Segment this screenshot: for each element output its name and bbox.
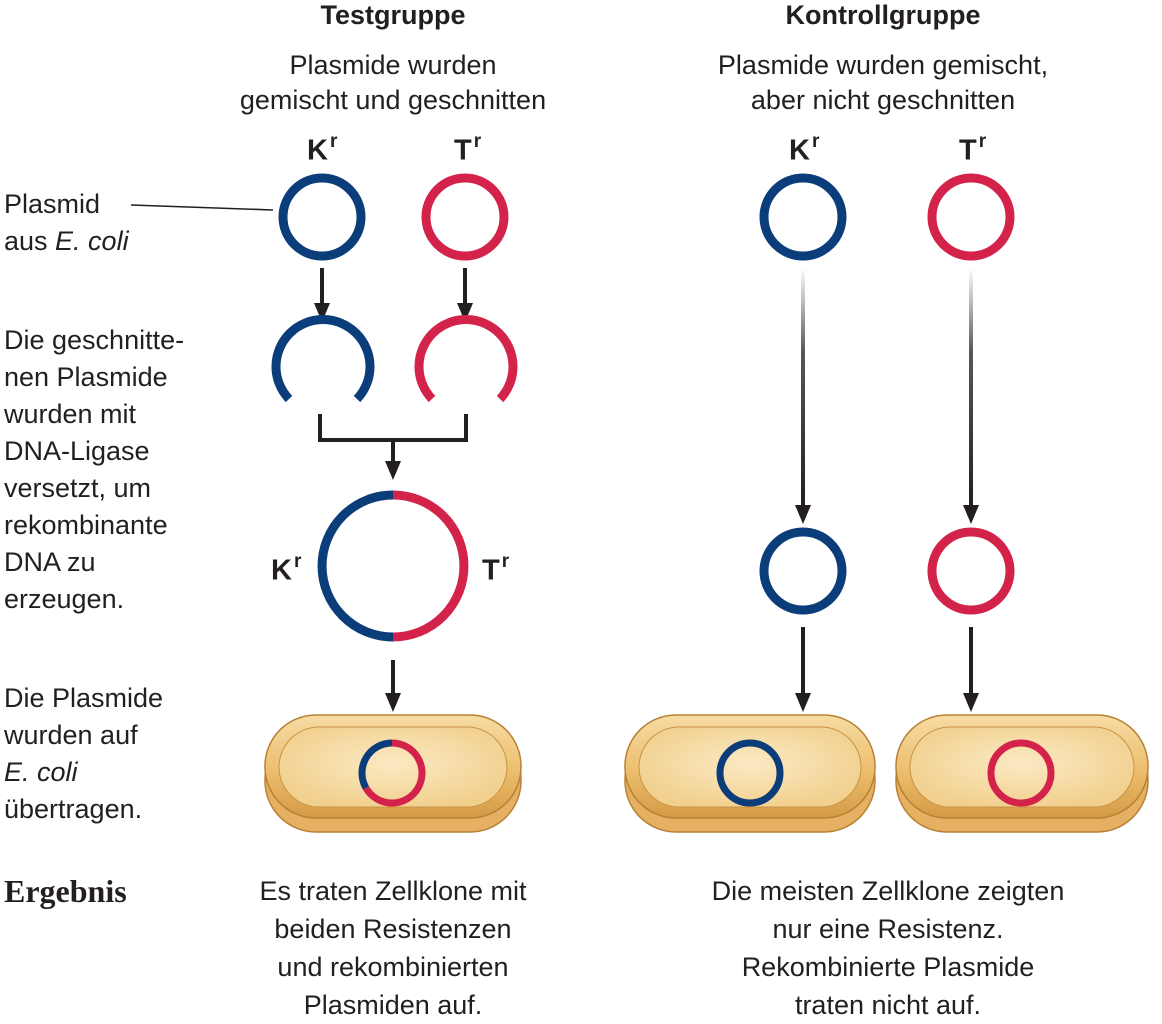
control-ecoli-cell-kr xyxy=(624,714,876,833)
ligation-arrowhead xyxy=(385,461,401,480)
test-tr-plasmid xyxy=(421,173,509,261)
control-ecoli-cell-tr xyxy=(895,714,1149,833)
step-label-plasmid: Plasmid aus E. coli xyxy=(4,189,129,256)
test-kr-plasmid xyxy=(278,173,366,261)
control-group-title: Kontrollgruppe xyxy=(785,0,981,30)
control-group-desc-line2: aber nicht geschnitten xyxy=(750,85,1016,115)
test-ecoli-cell xyxy=(264,714,522,833)
control-kr-plasmid xyxy=(759,173,847,261)
control-arrowhead-tr-cell xyxy=(963,693,979,712)
test-group-desc-line1: Plasmide wurden xyxy=(289,50,497,80)
cut-kr-plasmid xyxy=(271,315,375,403)
control-arrowhead-tr-long xyxy=(963,505,979,524)
control-tr-plasmid-uncut xyxy=(927,527,1015,615)
cut-tr-plasmid xyxy=(414,315,518,403)
control-arrow-tr-long xyxy=(969,268,973,506)
control-arrowhead-kr-cell xyxy=(795,693,811,712)
recombinant-kr-half xyxy=(317,490,394,642)
control-arrow-kr-long xyxy=(801,268,805,506)
control-tr-plasmid xyxy=(927,173,1015,261)
test-result-text: Es traten Zellklone mit beiden Resistenz… xyxy=(259,876,527,1020)
test-group-title: Testgruppe xyxy=(320,0,466,30)
control-group-desc-line1: Plasmide wurden gemischt, xyxy=(717,50,1049,80)
result-label: Ergebnis xyxy=(4,873,127,909)
test-arrowhead-kr-cut xyxy=(314,303,330,322)
test-group-desc-line2: gemischt und geschnitten xyxy=(239,85,547,115)
control-kr-plasmid-uncut xyxy=(759,527,847,615)
test-arrowhead-cell xyxy=(385,693,401,712)
step-label-transfer: Die Plasmide wurden auf E. coli übertrag… xyxy=(4,683,164,824)
control-arrowhead-kr-long xyxy=(795,505,811,524)
step-label-cut-ligase: Die geschnitte- nen Plasmide wurden mit … xyxy=(4,325,185,614)
control-result-text: Die meisten Zellklone zeigten nur eine R… xyxy=(711,876,1065,1020)
recombinant-tr-half xyxy=(392,490,469,642)
plasmid-leader-line xyxy=(130,204,274,211)
test-arrowhead-tr-cut xyxy=(457,303,473,322)
ligation-bracket xyxy=(318,414,468,442)
